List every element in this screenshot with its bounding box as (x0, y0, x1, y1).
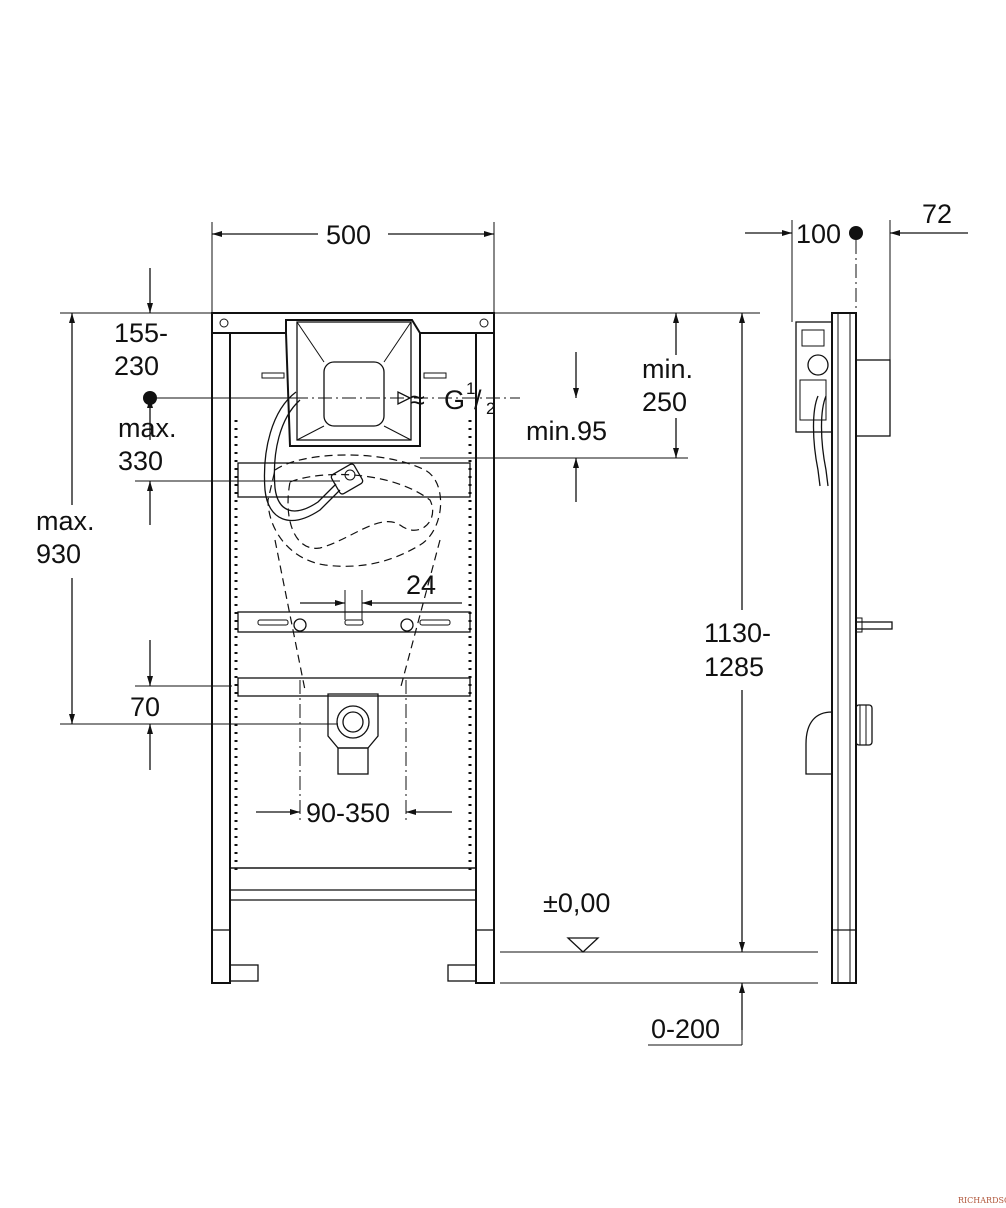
min-95-label: min.95 (526, 416, 607, 446)
thread-g-label: G (444, 385, 465, 415)
min-250-label-1: min. (642, 354, 693, 384)
top-offset-label-2: 230 (114, 351, 159, 381)
dim-90-350-label: 90-350 (306, 798, 390, 828)
side-axis-marker (849, 226, 863, 240)
width-dimension: 500 (326, 220, 371, 250)
thread-denominator: 2 (486, 399, 495, 418)
zero-level-label: ±0,00 (543, 888, 610, 918)
watermark-text: RICHARDSON (958, 1196, 1006, 1205)
connection-point-marker (143, 391, 157, 405)
thread-numerator: 1 (466, 379, 475, 398)
front-view-frame (211, 312, 495, 984)
depth-72-label: 72 (922, 199, 952, 229)
dim-70-label: 70 (130, 692, 160, 722)
thread-slash: / (474, 385, 482, 415)
height-label-2: 1285 (704, 652, 764, 682)
max-330-label-2: 330 (118, 446, 163, 476)
top-offset-label-1: 155- (114, 318, 168, 348)
flush-valve-box (285, 319, 421, 447)
side-view-frame (795, 312, 893, 984)
min-250-label-2: 250 (642, 387, 687, 417)
urinal-outline (267, 454, 442, 691)
dim-0-200-label: 0-200 (651, 1014, 720, 1044)
max-930-label-1: max. (36, 506, 95, 536)
height-label-1: 1130- (704, 618, 771, 648)
approx-symbol: ≈ (410, 385, 425, 415)
level-triangle (566, 937, 600, 953)
drain-outlet (327, 693, 379, 775)
dim-24-label: 24 (406, 570, 436, 600)
connection-thread-label: ≈ G 1 / 2 (397, 379, 495, 418)
depth-100-label: 100 (796, 219, 841, 249)
max-930-label-2: 930 (36, 539, 81, 569)
max-330-label-1: max. (118, 413, 177, 443)
